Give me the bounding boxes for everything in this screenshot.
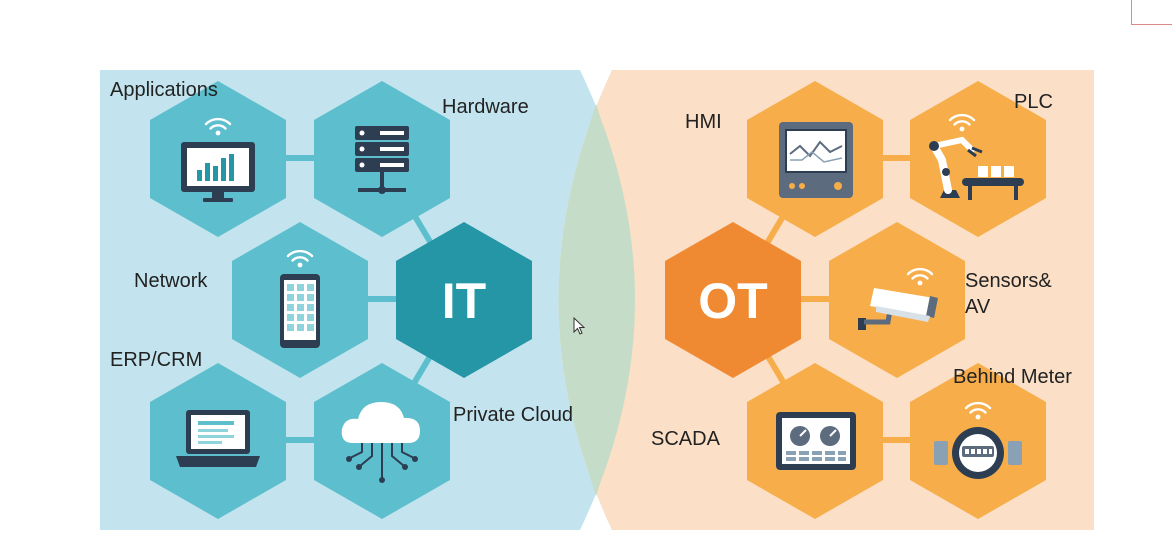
ot-center-label: OT [698,273,767,329]
overlap-region-fill [563,104,629,496]
server-rack-icon [355,126,409,194]
cloud-network-icon [341,402,420,483]
label-sensors-line1: Sensors& [965,270,1052,292]
mouse-pointer-icon [573,317,586,335]
robot-arm-conveyor-icon [929,113,1024,200]
hex-it-center [396,222,532,378]
utility-meter-icon [934,401,1022,479]
label-erp-crm: ERP/CRM [110,349,202,371]
corner-frame-mark [1131,0,1172,25]
scada-dashboard-icon [776,412,856,470]
monitor-chart-icon [181,117,255,202]
hex-ot-center [665,222,801,378]
label-sensors-line2: AV [965,296,991,318]
label-plc: PLC [1014,91,1053,113]
smartphone-icon [280,249,320,348]
label-behind-meter: Behind Meter [953,366,1072,388]
label-scada: SCADA [651,428,721,450]
label-private-cloud: Private Cloud [453,404,573,426]
laptop-icon [176,410,260,467]
label-applications: Applications [110,79,218,101]
security-camera-icon [858,267,938,330]
hmi-panel-icon [779,122,853,198]
label-hmi: HMI [685,111,722,133]
label-network: Network [134,270,208,292]
it-center-label: IT [442,273,486,329]
label-hardware: Hardware [442,96,529,118]
